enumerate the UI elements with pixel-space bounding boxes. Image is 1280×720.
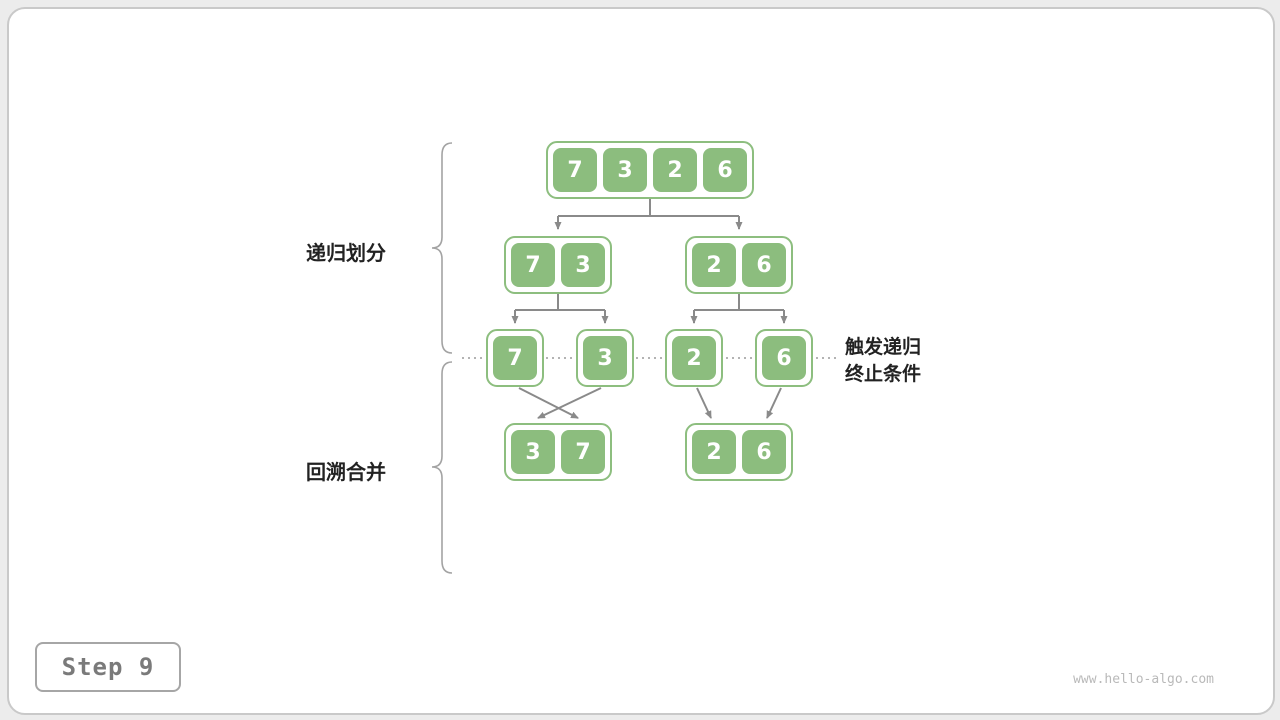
array-level2-left: 7 3	[504, 236, 612, 294]
array-cell: 3	[561, 243, 605, 287]
label-backtrack-merge: 回溯合并	[306, 460, 386, 484]
brace-backtrack-merge	[431, 361, 453, 574]
label-termination-note: 触发递归 终止条件	[845, 334, 921, 388]
array-cell: 6	[742, 243, 786, 287]
brace-recursive-divide	[431, 142, 453, 354]
termination-note-line2: 终止条件	[845, 363, 922, 385]
array-cell: 7	[493, 336, 537, 380]
array-level3-box1: 7	[486, 329, 544, 387]
label-recursive-divide: 递归划分	[306, 241, 386, 265]
array-level4-right: 2 6	[685, 423, 793, 481]
array-cell: 2	[692, 243, 736, 287]
array-cell: 2	[653, 148, 697, 192]
array-cell: 7	[561, 430, 605, 474]
connector-level2-left	[511, 294, 609, 324]
array-cell: 3	[603, 148, 647, 192]
termination-note-line1: 触发递归	[845, 336, 922, 358]
array-cell: 2	[692, 430, 736, 474]
array-level4-left: 3 7	[504, 423, 612, 481]
array-cell: 7	[553, 148, 597, 192]
step-badge: Step 9	[35, 642, 181, 692]
connector-level1-level2	[554, 199, 743, 230]
array-cell: 3	[511, 430, 555, 474]
array-cell: 6	[742, 430, 786, 474]
array-cell: 6	[762, 336, 806, 380]
array-level3-box2: 3	[576, 329, 634, 387]
array-cell: 6	[703, 148, 747, 192]
watermark-url: www.hello-algo.com	[1073, 672, 1214, 687]
connector-level2-right	[690, 294, 788, 324]
array-level1: 7 3 2 6	[546, 141, 754, 199]
diagram-card	[7, 7, 1275, 715]
merge-arrows	[518, 387, 782, 419]
array-level3-box4: 6	[755, 329, 813, 387]
array-cell: 3	[583, 336, 627, 380]
array-level3-box3: 2	[665, 329, 723, 387]
array-cell: 7	[511, 243, 555, 287]
array-cell: 2	[672, 336, 716, 380]
array-level2-right: 2 6	[685, 236, 793, 294]
